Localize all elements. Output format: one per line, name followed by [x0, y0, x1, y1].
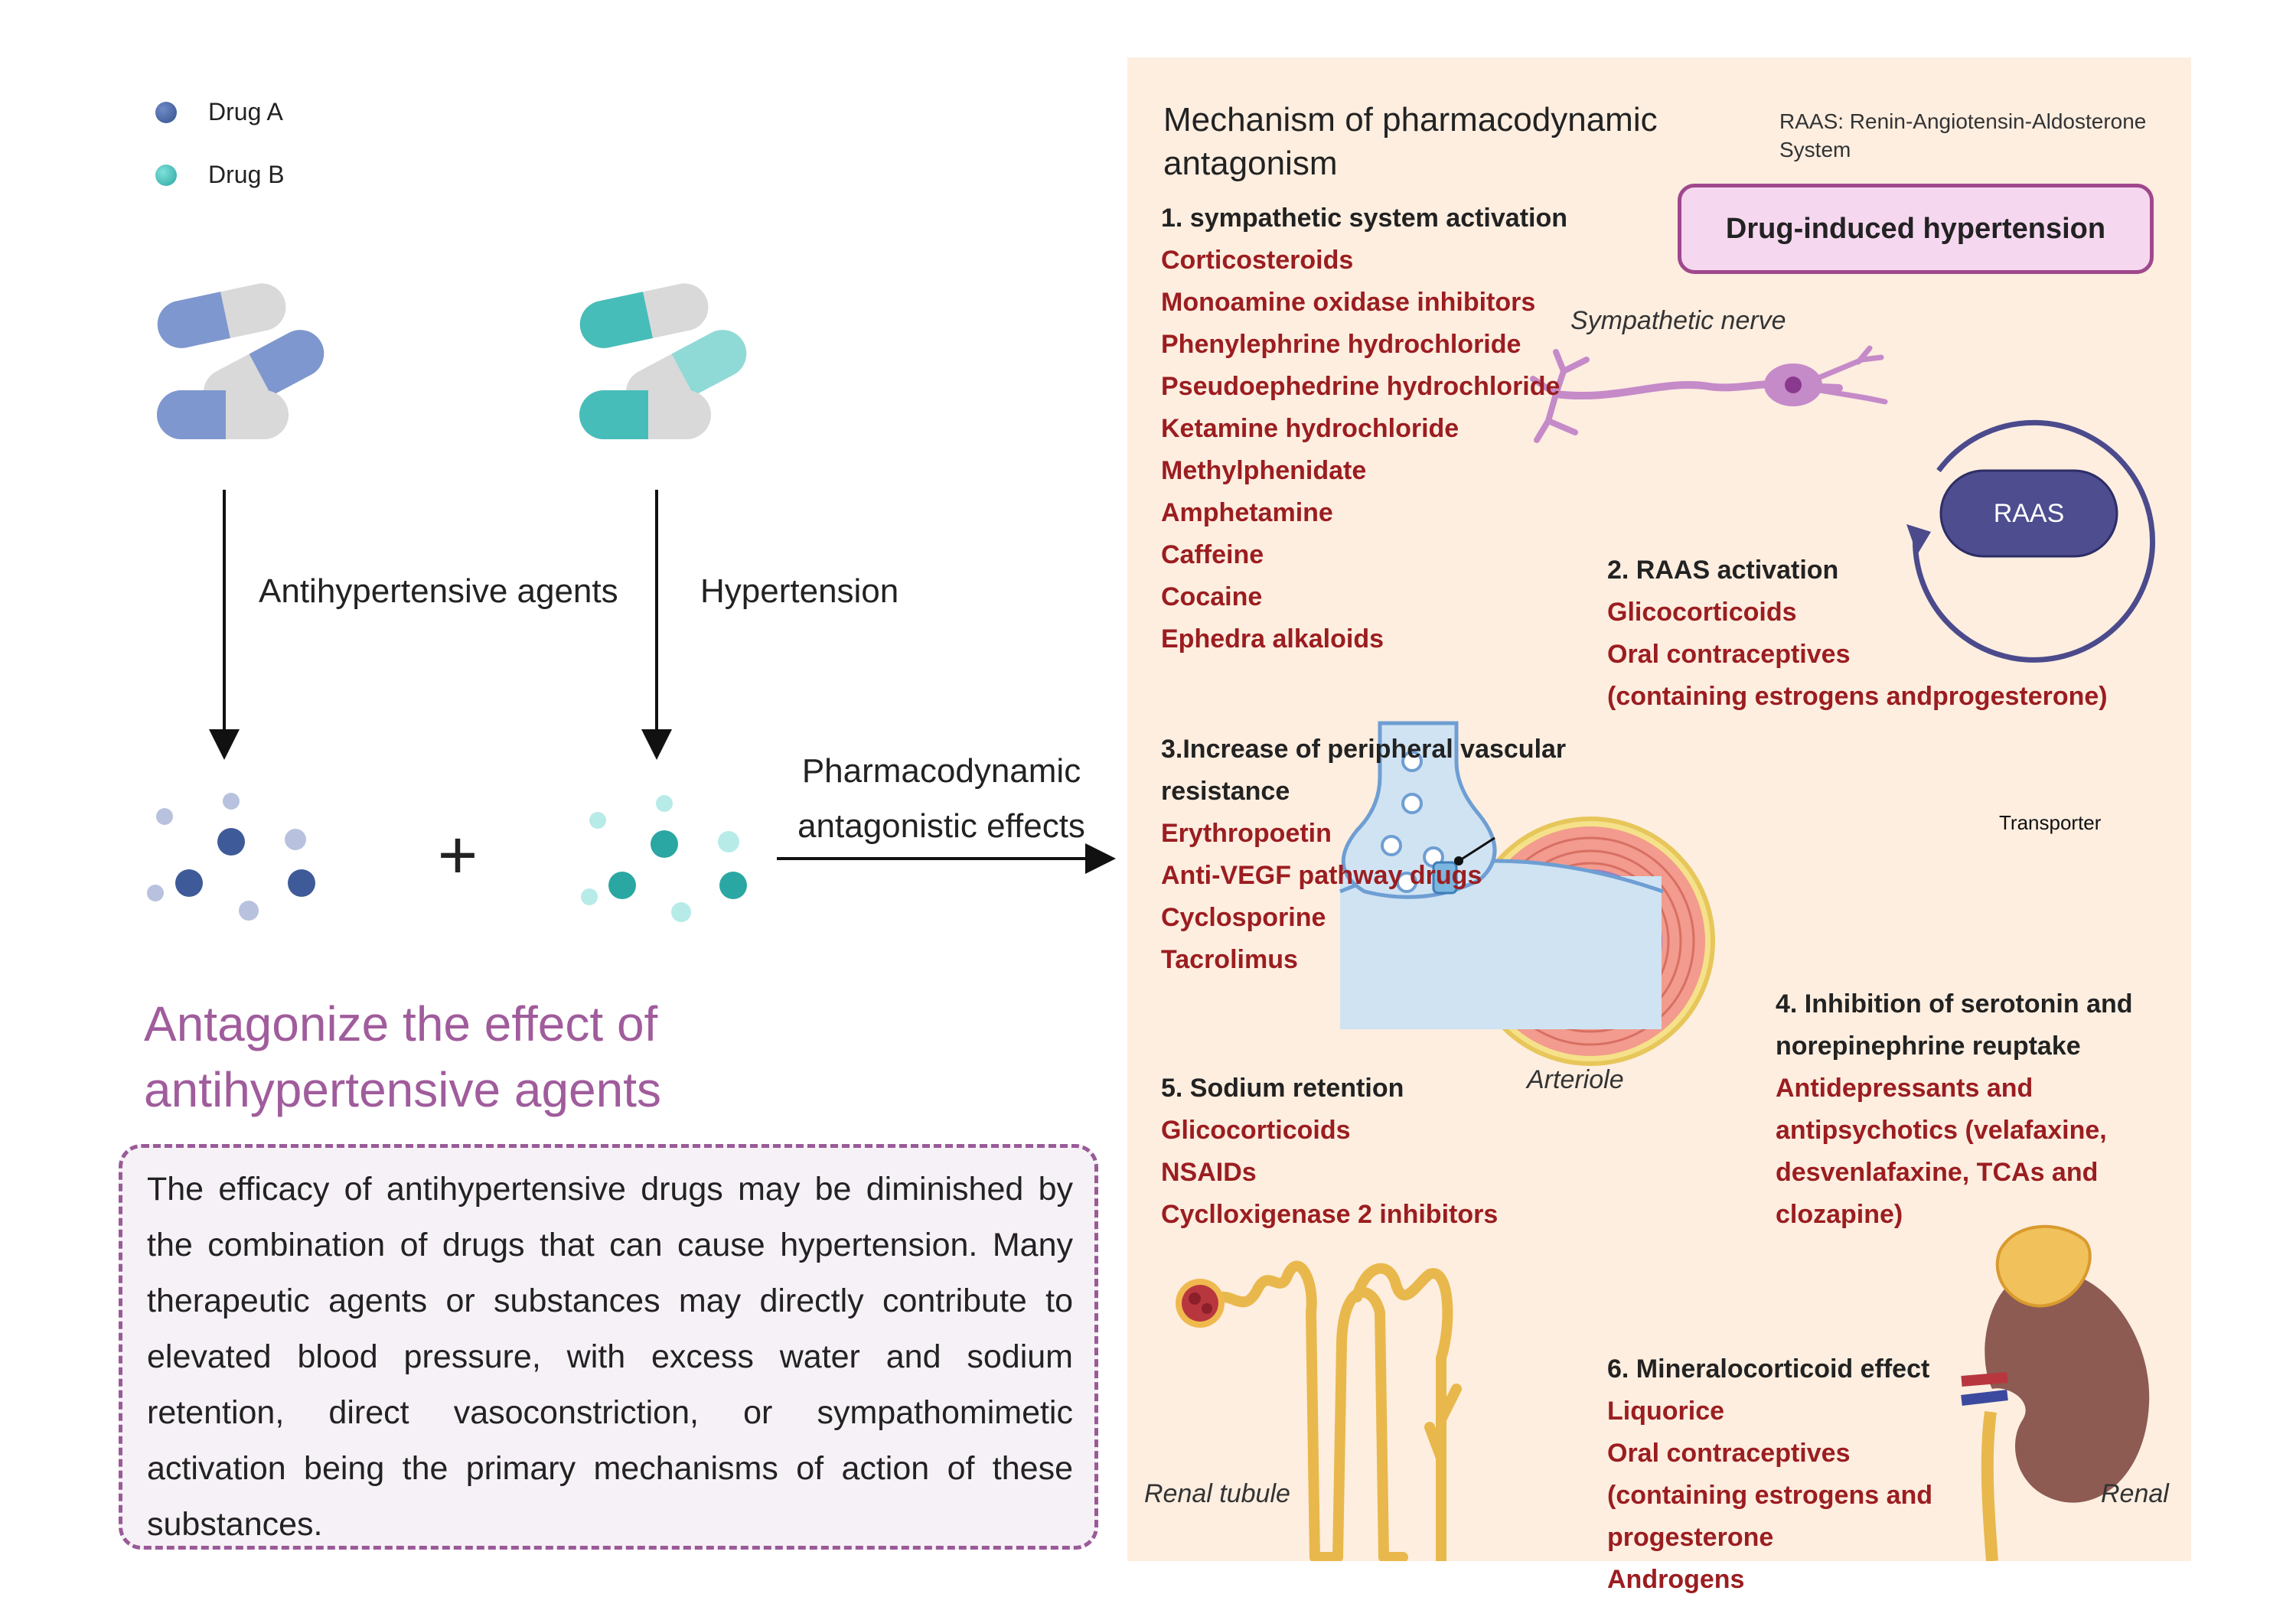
drug-list: Glicocorticoids NSAIDs Cyclloxigenase 2 …	[1161, 1110, 1590, 1236]
drug-b-capsules-icon	[579, 283, 747, 439]
list-item: Liquorice	[1607, 1397, 1725, 1426]
list-item: NSAIDs	[1161, 1158, 1257, 1187]
drug-b-dot	[155, 165, 177, 186]
label-pharmacodynamic-line2: antagonistic effects	[797, 807, 1085, 845]
list-item: (containing estrogens and progesterone	[1607, 1481, 1933, 1552]
caption-arteriole: Arteriole	[1527, 1065, 1624, 1094]
list-item: Cocaine	[1161, 582, 1263, 611]
section-heading: 6. Mineralocorticoid effect	[1607, 1354, 1930, 1384]
legend-drug-a: Drug A	[208, 98, 283, 125]
description-box: The efficacy of antihypertensive drugs m…	[119, 1144, 1098, 1550]
list-item: Corticosteroids	[1161, 246, 1354, 275]
neuron-icon	[1530, 345, 1888, 443]
main-heading: Antagonize the effect of antihypertensiv…	[144, 996, 661, 1117]
list-item: (containing estrogens andprogesterone)	[1607, 682, 2108, 711]
list-item: Monoamine oxidase inhibitors	[1161, 288, 1536, 317]
list-item: Androgens	[1607, 1565, 1745, 1594]
list-item: Anti-VEGF pathway drugs	[1161, 861, 1482, 890]
synapse-icon	[1339, 721, 1664, 1029]
glomerulus-icon	[1176, 1279, 1225, 1328]
list-item: Phenylephrine hydrochloride	[1161, 330, 1521, 359]
list-item: Glicocorticoids	[1161, 1116, 1351, 1145]
list-item: Glicocorticoids	[1607, 598, 1797, 627]
list-item: Cyclloxigenase 2 inhibitors	[1161, 1200, 1499, 1229]
drug-list: Corticosteroids Monoamine oxidase inhibi…	[1161, 240, 1590, 660]
drug-list: Erythropoetin Anti-VEGF pathway drugs Cy…	[1161, 813, 1681, 981]
label-pharmacodynamic-line1: Pharmacodynamic	[801, 752, 1081, 790]
renal-tubule-icon	[1206, 1260, 1462, 1561]
list-item: Caffeine	[1161, 540, 1264, 569]
list-item: Antidepressants and antipsychotics (vela…	[1776, 1074, 2107, 1229]
transporter-label: Transporter	[1999, 811, 2102, 834]
section-heading: 5. Sodium retention	[1161, 1074, 1404, 1103]
drug-b-molecules-icon	[581, 795, 747, 922]
drug-induced-hypertension-box: Drug-induced hypertension	[1678, 184, 2154, 274]
list-item: Pseudoephedrine hydrochloride	[1161, 372, 1561, 401]
label-antihypertensive-agents: Antihypertensive agents	[259, 572, 618, 610]
drug-a-capsules-icon	[157, 283, 325, 439]
panel-illustrations	[1176, 345, 2155, 1561]
drug-list: Glicocorticoids Oral contraceptives (con…	[1607, 592, 2112, 718]
kidney-icon	[1961, 1224, 2150, 1561]
caption-renal-tubule: Renal tubule	[1144, 1479, 1290, 1508]
section-heading: 3.Increase of peripheral vascular resist…	[1161, 735, 1567, 806]
section-2-raas: 2. RAAS activation Glicocorticoids Oral …	[1607, 549, 2112, 718]
list-item: Oral contraceptives	[1607, 1439, 1851, 1468]
caption-sympathetic-nerve: Sympathetic nerve	[1570, 306, 1786, 335]
list-item: Amphetamine	[1161, 498, 1333, 527]
list-item: Ketamine hydrochloride	[1161, 414, 1459, 443]
section-heading: 4. Inhibition of serotonin and norepinep…	[1776, 989, 2133, 1061]
list-item: Tacrolimus	[1161, 945, 1298, 974]
list-item: Ephedra alkaloids	[1161, 624, 1384, 654]
section-heading: 2. RAAS activation	[1607, 556, 1839, 585]
raas-cycle-icon	[1906, 419, 2155, 663]
section-4-reuptake: 4. Inhibition of serotonin and norepinep…	[1776, 983, 2135, 1236]
list-item: Methylphenidate	[1161, 456, 1367, 485]
list-item: Erythropoetin	[1161, 819, 1332, 848]
label-hypertension: Hypertension	[700, 572, 899, 610]
caption-renal: Renal	[2101, 1479, 2169, 1508]
left-illustration: +	[147, 283, 1116, 922]
legend-drug-b: Drug B	[208, 161, 285, 188]
description-text: The efficacy of antihypertensive drugs m…	[147, 1171, 1073, 1543]
section-1-sympathetic: 1. sympathetic system activation Cortico…	[1161, 197, 1590, 660]
drug-a-dot	[155, 102, 177, 123]
drug-a-molecules-icon	[147, 793, 315, 921]
raas-abbreviation-note: RAAS: Renin-Angiotensin-Aldosterone Syst…	[1779, 109, 2147, 161]
panel-title: Mechanism of pharmacodynamic antagonism	[1163, 101, 1658, 182]
raas-label: RAAS	[1993, 498, 2065, 528]
section-3-vascular-resistance: 3.Increase of peripheral vascular resist…	[1161, 729, 1681, 981]
list-item: Oral contraceptives	[1607, 640, 1851, 669]
section-6-mineralocorticoid: 6. Mineralocorticoid effect Liquorice Or…	[1607, 1348, 2097, 1601]
section-5-sodium-retention: 5. Sodium retention Glicocorticoids NSAI…	[1161, 1068, 1590, 1236]
label-pharmacodynamic: Pharmacodynamic antagonistic effects	[781, 744, 1102, 854]
section-heading: 1. sympathetic system activation	[1161, 204, 1568, 233]
drug-list: Liquorice Oral contraceptives (containin…	[1607, 1390, 2097, 1601]
plus-sign: +	[438, 817, 478, 894]
list-item: Cyclosporine	[1161, 903, 1326, 932]
drug-list: Antidepressants and antipsychotics (vela…	[1776, 1068, 2135, 1236]
